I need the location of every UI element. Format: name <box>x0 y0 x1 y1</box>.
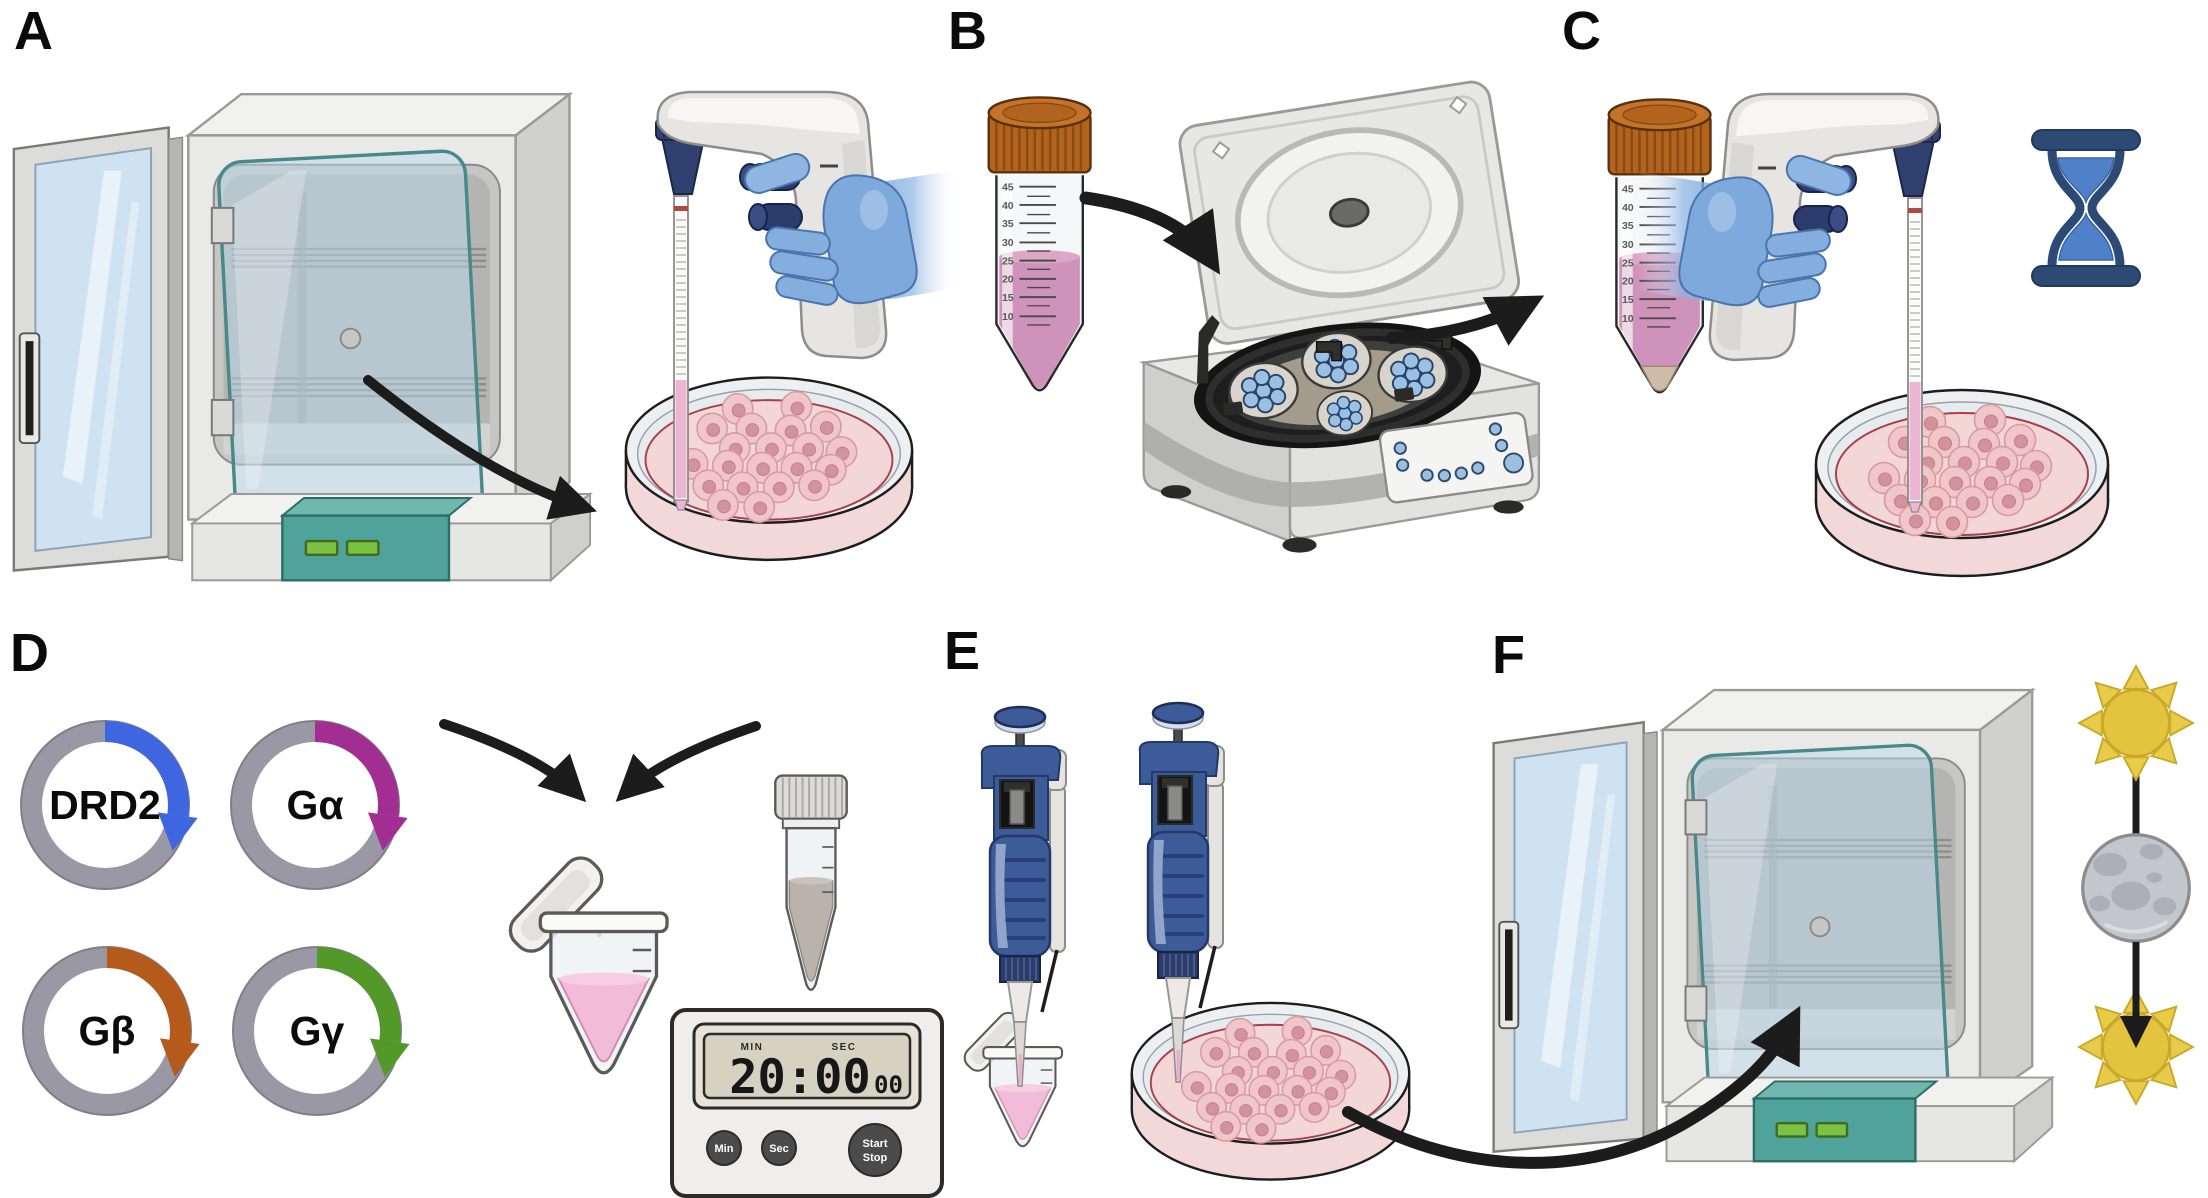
microtube-panel-e <box>959 1007 1064 1148</box>
arrow-icon <box>439 719 587 803</box>
plasmid-g-alpha: Gα <box>231 721 408 889</box>
arrow-icon <box>1079 191 1221 275</box>
sand-bottom <box>2058 211 2114 261</box>
cell-pellet <box>1640 365 1680 392</box>
sand-top <box>2057 157 2115 205</box>
plasmid-label-drd2: DRD2 <box>49 782 161 828</box>
graduation-40: 40 <box>1622 202 1634 214</box>
graduation-45: 45 <box>1622 184 1634 196</box>
timer-min-label: MIN <box>741 1042 764 1053</box>
panel-label-e: E <box>944 621 981 681</box>
petri-dish-panel-a <box>626 378 912 560</box>
graduation-20: 20 <box>1002 274 1014 286</box>
control-buttons <box>1393 422 1525 483</box>
microtube-panel-d <box>501 848 670 1075</box>
graduation-25: 25 <box>1622 257 1634 269</box>
graduation-15: 15 <box>1622 294 1634 306</box>
graduation-15: 15 <box>1002 292 1014 304</box>
graduation-20: 20 <box>1622 276 1634 288</box>
graduation-30: 30 <box>1622 239 1634 251</box>
panel-label-d: D <box>10 623 49 683</box>
timer-subseconds: 00 <box>874 1071 903 1099</box>
arrow-icon <box>363 375 597 520</box>
moon-icon <box>2081 833 2191 943</box>
plasmid-g-beta: Gβ <box>23 947 200 1115</box>
centrifuge-control-panel <box>1378 411 1534 504</box>
incubator-panel-f <box>1494 690 2053 1161</box>
centrifuge <box>1139 80 1541 553</box>
graduation-40: 40 <box>1002 200 1014 212</box>
timer-sec-button <box>761 1130 797 1166</box>
falcon-tube-panel-c: 45 40 35 30 25 20 15 10 <box>1607 98 1712 394</box>
plasmid-label-g-alpha: Gα <box>286 782 343 828</box>
falcon-tube-panel-b: 45 40 35 30 25 20 15 10 <box>987 96 1092 392</box>
graduation-35: 35 <box>1622 220 1634 232</box>
hourglass-icon <box>2031 129 2141 287</box>
plasmid-drd2: DRD2 <box>21 721 198 889</box>
panel-label-b: B <box>948 1 987 61</box>
conical-screw-tube <box>774 774 848 991</box>
timer-stop-label: Stop <box>863 1152 888 1164</box>
incubator-panel-a <box>14 94 590 580</box>
graduation-35: 35 <box>1002 218 1014 230</box>
panel-label-a: A <box>14 1 53 61</box>
timer-min-button-label: Min <box>715 1143 734 1155</box>
graduation-30: 30 <box>1002 237 1014 249</box>
timer-time-value: 20:00 <box>729 1050 870 1105</box>
timer-sec-label: SEC <box>831 1042 856 1053</box>
plasmid-g-gamma: Gγ <box>233 947 410 1115</box>
timer-display <box>702 1032 912 1100</box>
timer-sec-button-label: Sec <box>769 1143 789 1155</box>
petri-dish-panel-c <box>1816 390 2108 576</box>
sun-icon <box>2077 664 2195 782</box>
plasmid-label-g-beta: Gβ <box>79 1008 136 1054</box>
lab-timer: MIN SEC 20:00 00 Min Sec Start Stop <box>670 1008 944 1198</box>
graduation-10: 10 <box>1002 311 1014 323</box>
centrifuge-rotor <box>1193 322 1482 449</box>
panel-label-f: F <box>1492 625 1525 685</box>
panel-label-c: C <box>1562 1 1601 61</box>
arrow-icon <box>1386 295 1545 346</box>
timer-min-button <box>706 1130 742 1166</box>
graduation-10: 10 <box>1622 313 1634 325</box>
centrifuge-lid <box>1178 80 1521 345</box>
graduation-45: 45 <box>1002 182 1014 194</box>
timer-startstop-button <box>848 1123 902 1177</box>
timer-start-label: Start <box>862 1138 887 1150</box>
lid-latch <box>1315 340 1343 362</box>
graduation-25: 25 <box>1002 255 1014 267</box>
plasmid-label-g-gamma: Gγ <box>290 1008 345 1054</box>
arrow-icon <box>615 721 761 802</box>
arrow-icon <box>1342 1005 1801 1169</box>
reagent-liquid <box>788 880 834 982</box>
